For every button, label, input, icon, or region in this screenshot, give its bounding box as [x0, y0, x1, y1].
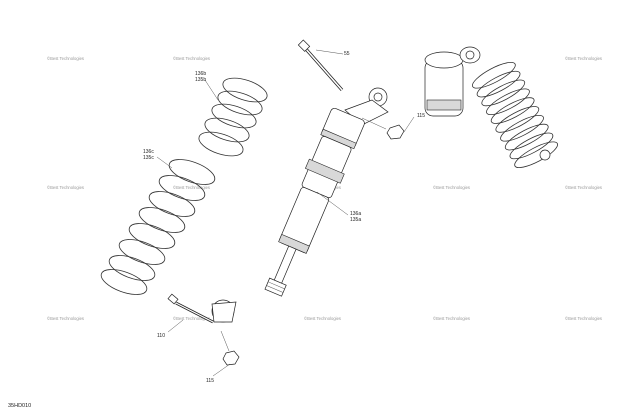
watermark: ©Best Technologies: [565, 316, 602, 321]
callout-labels: 55 115 136b 135b 136c 135c 136a 135a 110…: [143, 51, 425, 384]
watermark: ©Best Technologies: [565, 56, 602, 61]
callout-110: 110: [157, 333, 165, 339]
watermark: ©Best Technologies: [433, 316, 470, 321]
callout-136c: 136c: [143, 149, 154, 155]
watermark: ©Best Technologies: [433, 185, 470, 190]
callout-55: 55: [344, 51, 350, 57]
watermark: ©Best Technologies: [47, 56, 84, 61]
watermark: ©Best Technologies: [304, 316, 341, 321]
upper-bolt: [297, 39, 344, 92]
watermark: ©Best Technologies: [47, 185, 84, 190]
watermark: ©Best Technologies: [565, 185, 602, 190]
callout-136b: 136b: [195, 71, 206, 77]
diagram-code: 35HD010: [8, 403, 32, 409]
watermark: ©Best Technologies: [173, 185, 210, 190]
lower-nut: [220, 330, 240, 366]
watermark: ©Best Technologies: [173, 316, 210, 321]
callout-115-upper: 115: [417, 113, 425, 119]
callout-135a: 135a: [350, 217, 361, 223]
upper-nut: [361, 117, 405, 140]
callout-135c: 135c: [143, 155, 154, 161]
callout-136a: 136a: [350, 211, 361, 217]
watermark: ©Best Technologies: [47, 316, 84, 321]
shock-absorber: [211, 87, 389, 323]
callout-135b: 135b: [195, 77, 206, 83]
coil-spring: [100, 77, 268, 295]
assembled-shock: [424, 46, 558, 168]
leader-lines: [156, 49, 415, 377]
lower-bolt: [167, 293, 214, 324]
callout-115-lower: 115: [206, 378, 214, 384]
watermark: ©Best Technologies: [173, 56, 210, 61]
